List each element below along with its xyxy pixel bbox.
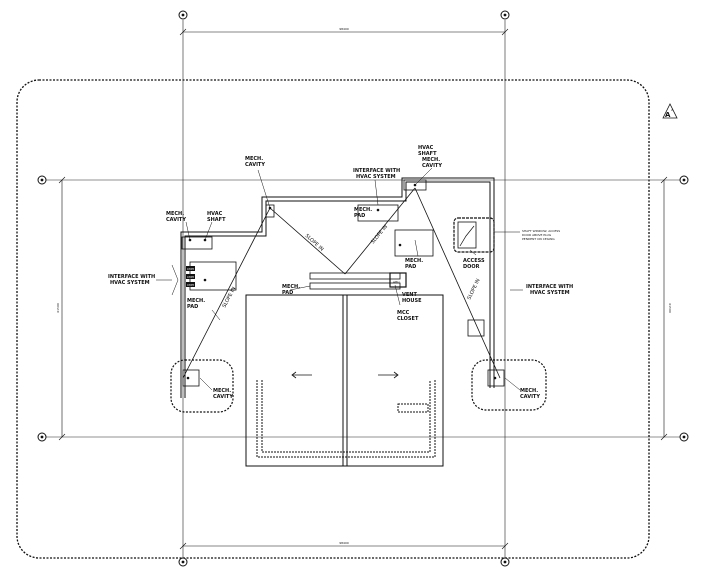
dimension-bottom: 98400	[339, 541, 349, 545]
svg-text:CMH: CMH	[187, 267, 194, 271]
dimension-right: 61500	[668, 303, 672, 313]
equipment	[181, 179, 485, 337]
label-mech-cavity-left: MECH.CAVITY	[166, 211, 186, 223]
section-callout: A 2	[662, 103, 678, 119]
label-mech-pad-left: MECH.PAD	[187, 298, 205, 310]
label-mech-cavity-bottom-left: MECH.CAVITY	[213, 388, 233, 400]
svg-text:CMH: CMH	[187, 275, 194, 279]
svg-text:A: A	[665, 111, 671, 119]
slope-lines	[182, 187, 501, 379]
markers	[186, 183, 497, 380]
direction-arrows	[291, 371, 399, 379]
building-walls	[180, 177, 495, 398]
mech-tags: CMH CMH CMH AHU	[186, 266, 400, 287]
corner-cavities	[170, 359, 547, 413]
revision-cloud-boundary	[16, 79, 650, 559]
label-mech-cavity-top: MECH.CAVITY	[422, 157, 442, 169]
dimension-lines	[58, 28, 668, 550]
svg-text:CMH: CMH	[187, 283, 194, 287]
svg-text:SLOPE IN: SLOPE IN	[304, 233, 325, 253]
label-mech-cavity-top-left: MECH.CAVITY	[245, 156, 265, 168]
label-mech-pad-top: MECH.PAD	[354, 207, 372, 219]
grid-bubbles	[37, 10, 689, 567]
svg-text:2: 2	[671, 108, 673, 112]
cavity-boxes	[182, 369, 505, 387]
leader-lines	[156, 167, 523, 391]
shaft-access	[453, 217, 520, 253]
label-mech-pad-right: MECH.PAD	[405, 258, 423, 270]
svg-text:SLOPE IN: SLOPE IN	[466, 278, 481, 301]
dimension-left: 61500	[56, 303, 60, 313]
svg-text:AHU: AHU	[393, 280, 400, 284]
grid-lines	[42, 20, 684, 566]
dimension-top: 98400	[339, 27, 349, 31]
svg-text:SLOPE IN: SLOPE IN	[370, 224, 389, 245]
central-hall	[245, 294, 444, 467]
label-mech-cavity-bottom-right: MECH.CAVITY	[520, 388, 540, 400]
label-mech-pad-center: MECH.PAD	[282, 284, 300, 296]
